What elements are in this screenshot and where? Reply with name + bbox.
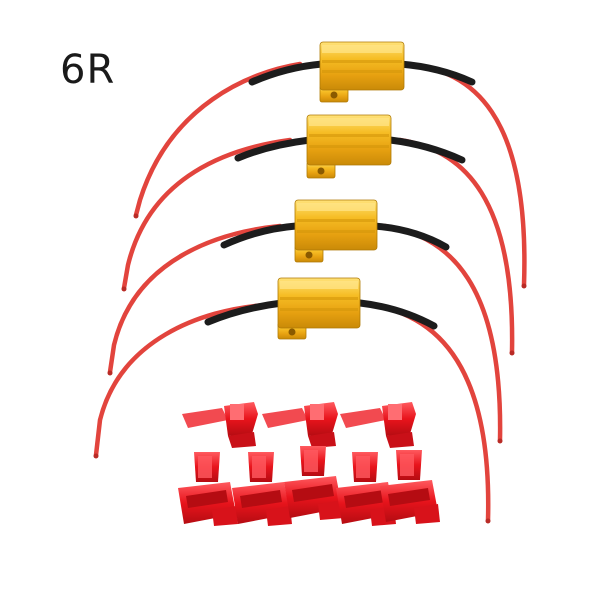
heatshrink-left [204, 299, 286, 326]
tap-connector [340, 402, 416, 448]
heatshrink-right [386, 136, 466, 164]
connector-row-bottom [178, 446, 440, 526]
heatshrink-right [356, 299, 438, 330]
tap-connector [232, 452, 292, 526]
wire-left [133, 61, 303, 218]
tap-connector [380, 450, 440, 524]
mount-hole [288, 328, 296, 336]
tap-connector [262, 402, 338, 448]
resistor-assembly-1 [133, 41, 527, 288]
resistor-body [277, 277, 361, 329]
heatshrink-left [220, 222, 300, 249]
heatshrink-right [370, 222, 450, 251]
tap-connector [284, 446, 344, 520]
wire-tips [93, 213, 527, 524]
resistor-assembly-4 [93, 277, 491, 523]
resistor-body [319, 41, 405, 91]
wire-left [121, 137, 293, 291]
resistor-body [294, 199, 378, 251]
tap-connector [182, 402, 258, 448]
resistance-label: 6R [60, 47, 116, 93]
resistor-assembly-3 [107, 199, 503, 443]
resistor-assembly-2 [121, 114, 515, 355]
mount-hole [317, 167, 325, 175]
tap-connector [178, 452, 238, 526]
mount-hole [330, 91, 338, 99]
mount-hole [305, 251, 313, 259]
connector-row-top [182, 402, 416, 448]
heatshrink-left [248, 60, 326, 86]
resistor-body [306, 114, 392, 166]
heatshrink-left [234, 136, 314, 162]
wire-left [107, 223, 283, 375]
heatshrink-right [396, 60, 476, 86]
